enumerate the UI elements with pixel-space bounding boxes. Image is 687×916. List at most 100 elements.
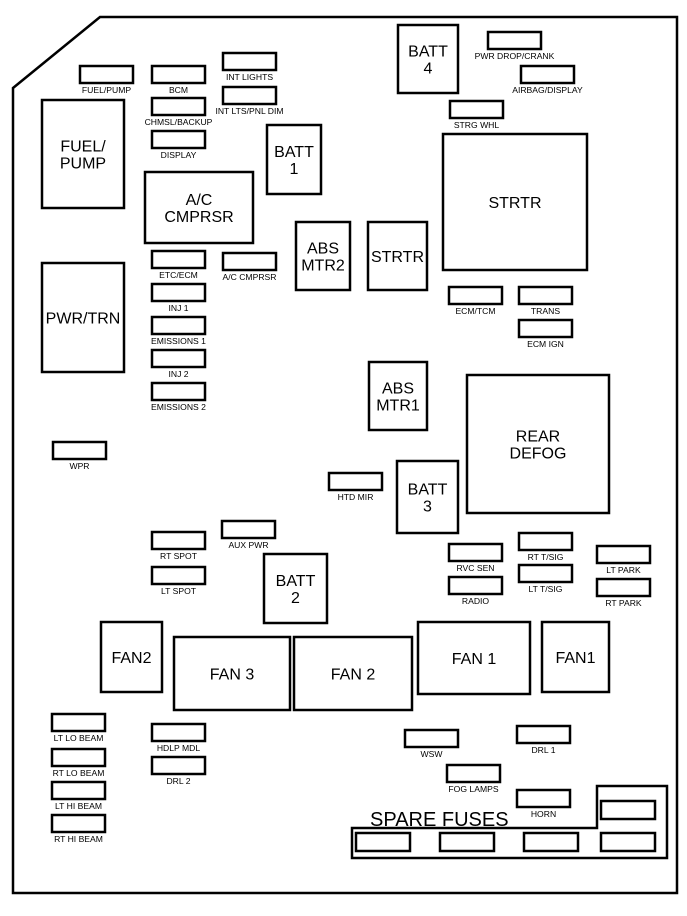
- relay: STRTR: [366, 220, 429, 292]
- fuse: FUEL/PUMP: [78, 64, 135, 95]
- fuse-slot: [595, 577, 652, 598]
- spare-fuse-slot: [354, 831, 412, 853]
- relay-label: MTR1: [376, 398, 420, 415]
- relay: FAN2: [99, 620, 164, 694]
- relay-box: [40, 261, 126, 374]
- relay-label: BATT: [408, 44, 448, 61]
- relay-label: CMPRSR: [164, 209, 233, 226]
- fuse-label: DISPLAY: [161, 150, 197, 160]
- fuse-slot: [519, 64, 576, 85]
- fuse-slot: [517, 531, 574, 552]
- fuse: RT LO BEAM: [50, 747, 107, 778]
- fuse-slot: [517, 318, 574, 339]
- fuse: ETC/ECM: [150, 249, 207, 280]
- fuse: EMISSIONS 2: [150, 381, 207, 412]
- relay-label: MTR2: [301, 258, 345, 275]
- fuse-label: INJ 1: [168, 303, 188, 313]
- fuse-label: RT HI BEAM: [54, 834, 103, 844]
- fuse-label: ECM/TCM: [455, 306, 495, 316]
- fuse-slot: [447, 575, 504, 596]
- fuse-box-outline: [11, 15, 679, 895]
- relay-label: BATT: [274, 144, 314, 161]
- fuse: INJ 2: [150, 348, 207, 379]
- fuse-slot: [221, 251, 278, 272]
- relay-label: FAN1: [555, 650, 595, 667]
- fuse-label: ECM IGN: [527, 339, 564, 349]
- fuse-slot: [150, 129, 207, 150]
- fuse-label: BCM: [169, 85, 188, 95]
- relay-box: [265, 123, 323, 196]
- fuse: EMISSIONS 1: [150, 315, 207, 346]
- fuse-label: RT T/SIG: [528, 552, 564, 562]
- fuse: WPR: [51, 440, 108, 471]
- fuse-label: INT LIGHTS: [226, 72, 273, 82]
- relay-label: BATT: [276, 573, 316, 590]
- fuse-label: RVC SEN: [456, 563, 494, 573]
- fuse-label: FOG LAMPS: [448, 784, 498, 794]
- relay-label: STRTR: [488, 195, 541, 212]
- fuse: FOG LAMPS: [445, 763, 502, 794]
- fuse-slot: [517, 563, 574, 584]
- fuse: INT LIGHTS: [221, 51, 278, 82]
- fuse-label: EMISSIONS 2: [151, 402, 206, 412]
- fuse-slot: [150, 722, 207, 743]
- relay: FAN 2: [292, 635, 414, 712]
- relay: PWR/TRN: [40, 261, 126, 374]
- fuse-label: ETC/ECM: [159, 270, 198, 280]
- fuse-label: AUX PWR: [228, 540, 268, 550]
- fuse-slot: [445, 763, 502, 784]
- fuse-label: INT LTS/PNL DIM: [215, 106, 283, 116]
- relay-label: ABS: [382, 381, 414, 398]
- fuse-label: HDLP MDL: [157, 743, 201, 753]
- fuse: LT T/SIG: [517, 563, 574, 594]
- fuse-label: TRANS: [531, 306, 560, 316]
- fuse-slot: [447, 285, 504, 306]
- relay-label: FAN 2: [331, 667, 376, 684]
- relay-label: 1: [290, 161, 299, 178]
- fuse: ECM/TCM: [447, 285, 504, 316]
- fuse-label: LT PARK: [606, 565, 641, 575]
- fuse-slot: [220, 519, 277, 540]
- fuse-label: WSW: [421, 749, 444, 759]
- fuse-slot: [150, 282, 207, 303]
- fuse-label: LT HI BEAM: [55, 801, 102, 811]
- fuse-slot: [150, 381, 207, 402]
- relay-box: [143, 170, 255, 245]
- fuse-label: RT PARK: [605, 598, 642, 608]
- fuse-slot: [50, 780, 107, 801]
- fuse-label: INJ 2: [168, 369, 188, 379]
- relay: FAN 3: [172, 635, 292, 712]
- fuse: DRL 1: [515, 724, 572, 755]
- fuse-slot: [50, 747, 107, 768]
- fuse: WSW: [403, 728, 460, 759]
- fuse-slot: [221, 51, 278, 72]
- relay-label: FAN 1: [452, 651, 497, 668]
- relay: FUEL/PUMP: [40, 98, 126, 210]
- fuse-slot: [595, 544, 652, 565]
- relay-label: FAN 3: [210, 667, 255, 684]
- relay-label: 4: [424, 61, 433, 78]
- fuse-label: WPR: [69, 461, 89, 471]
- fuse: LT SPOT: [150, 565, 207, 596]
- fuse-label: PWR DROP/CRANK: [475, 51, 555, 61]
- relay-box: [294, 220, 352, 292]
- fuse: DRL 2: [150, 755, 207, 786]
- fuse: RADIO: [447, 575, 504, 606]
- relay-label: REAR: [516, 429, 560, 446]
- spare-fuses-holder: [350, 784, 669, 860]
- fuse: RT PARK: [595, 577, 652, 608]
- fuse-label: STRG WHL: [454, 120, 500, 130]
- relay-box: [367, 360, 429, 432]
- fuse: A/C CMPRSR: [221, 251, 278, 282]
- fuse-slot: [150, 530, 207, 551]
- fuse-slot: [150, 315, 207, 336]
- fuse-label: LT T/SIG: [529, 584, 563, 594]
- relay-box: [441, 132, 589, 272]
- relay: FAN 1: [416, 620, 532, 696]
- fuse: RT SPOT: [150, 530, 207, 561]
- fuse-label: DRL 2: [166, 776, 190, 786]
